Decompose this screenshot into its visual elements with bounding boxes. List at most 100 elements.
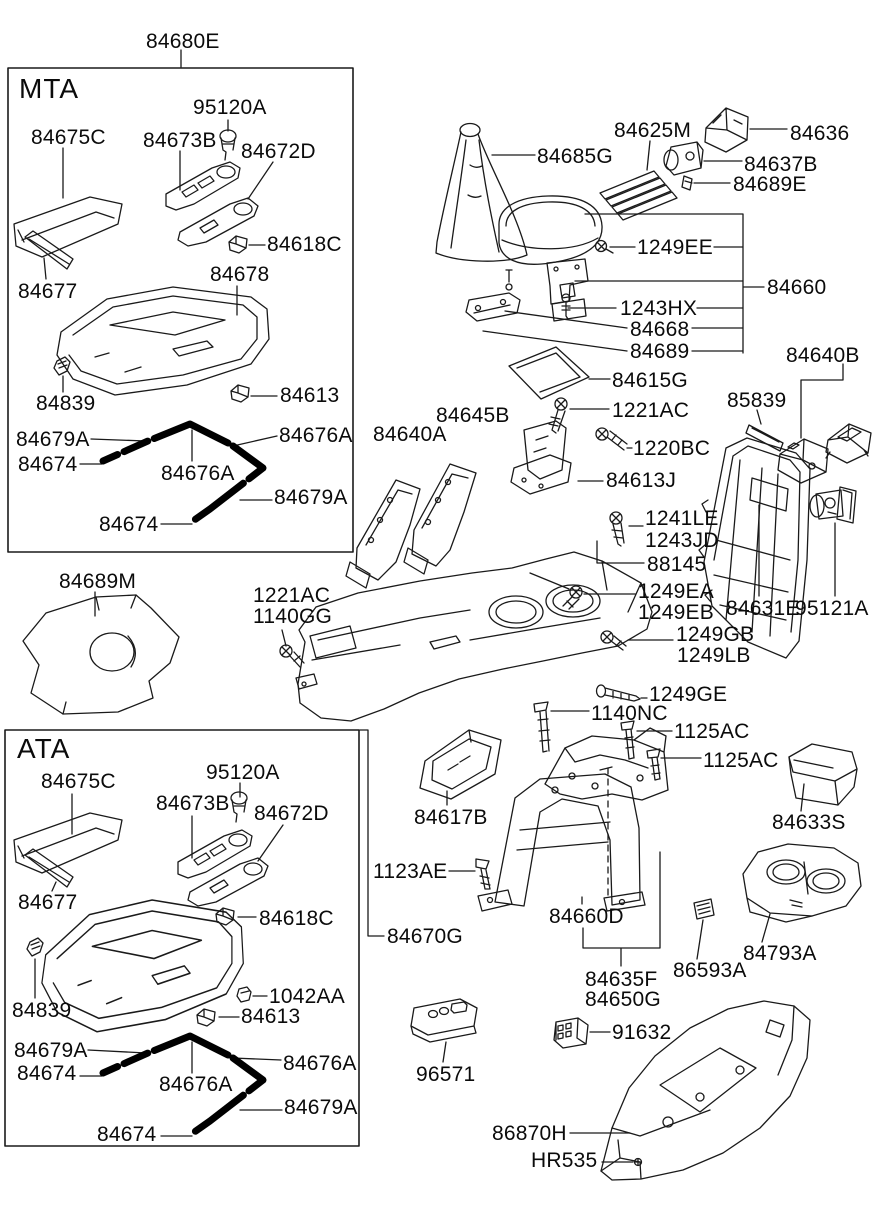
part-shape-84633S xyxy=(788,743,858,806)
part-shape-95121A xyxy=(809,486,857,524)
part-label-86593A: 86593A xyxy=(673,959,747,982)
screw-1241LE-1243JD xyxy=(609,511,625,547)
part-label-1249EA: 1249EA xyxy=(638,580,714,603)
part-label-95120A: 95120A xyxy=(193,96,267,119)
part-shape-84689E xyxy=(681,175,693,191)
screw-HR535 xyxy=(633,1157,643,1167)
part-label-84676A: 84676A xyxy=(161,462,235,485)
part-shape-1042AA-ata xyxy=(236,986,252,1003)
part-label-84645B: 84645B xyxy=(436,404,510,427)
part-shape-85839 xyxy=(745,424,784,452)
part-label-1249GB: 1249GB xyxy=(676,623,755,646)
screw-1221AC-1140GG xyxy=(279,644,305,668)
part-label-86870H: 86870H xyxy=(492,1122,567,1145)
screw-1243HX xyxy=(561,293,571,320)
part-label-84679A: 84679A xyxy=(16,428,90,451)
part-shape-84660D xyxy=(477,773,646,912)
part-label-84677: 84677 xyxy=(18,280,78,303)
part-label-1221AC: 1221AC xyxy=(253,584,331,607)
part-shape-84637B xyxy=(663,141,704,176)
part-label-84617B: 84617B xyxy=(414,806,488,829)
part-shape-86870H xyxy=(600,1000,811,1181)
part-label-84839: 84839 xyxy=(36,392,96,415)
part-label-84674: 84674 xyxy=(99,513,159,536)
part-label-1221AC: 1221AC xyxy=(612,399,690,422)
part-label-84689M: 84689M xyxy=(59,570,137,593)
part-label-84679A: 84679A xyxy=(14,1039,88,1062)
part-label-84636: 84636 xyxy=(790,122,850,145)
part-label-84618C: 84618C xyxy=(259,907,334,930)
bolt-1125AC-1 xyxy=(620,720,635,760)
part-label-84640B: 84640B xyxy=(786,344,860,367)
part-label-91632: 91632 xyxy=(612,1021,672,1044)
screw-1221AC-right xyxy=(548,397,568,434)
part-label-84613J: 84613J xyxy=(606,469,677,492)
screw-1249GE xyxy=(595,684,641,702)
part-label-HR535: HR535 xyxy=(531,1149,598,1172)
part-label-84678: 84678 xyxy=(210,263,270,286)
part-label-1249GE: 1249GE xyxy=(649,683,728,706)
part-label-84677: 84677 xyxy=(18,891,78,914)
part-label-1220BC: 1220BC xyxy=(633,437,711,460)
part-label-84613: 84613 xyxy=(241,1005,301,1028)
part-shape-84660-armrest xyxy=(498,195,603,322)
ata-frame xyxy=(4,729,360,1147)
part-label-1125AC: 1125AC xyxy=(703,749,779,772)
part-label-95120A: 95120A xyxy=(206,761,280,784)
part-shape-84615G xyxy=(508,346,590,400)
part-label-85839: 85839 xyxy=(727,389,787,412)
part-label-84672D: 84672D xyxy=(254,802,329,825)
part-label-84674: 84674 xyxy=(18,453,78,476)
screw-1249EA-1249EB xyxy=(562,585,583,610)
part-label-84631E: 84631E xyxy=(726,597,800,620)
part-label-84650G: 84650G xyxy=(585,988,661,1011)
part-shape-84689M xyxy=(22,594,180,715)
part-label-84679A: 84679A xyxy=(274,486,348,509)
part-label-95121A: 95121A xyxy=(795,597,869,620)
part-label-84674: 84674 xyxy=(17,1062,77,1085)
part-label-1123AE: 1123AE xyxy=(373,860,448,883)
part-shape-84645B xyxy=(403,463,477,575)
part-label-84640A: 84640A xyxy=(373,423,447,446)
part-label-84615G: 84615G xyxy=(612,369,688,392)
part-label-88145: 88145 xyxy=(647,553,707,576)
part-label-84672D: 84672D xyxy=(241,140,316,163)
screw-1249EE xyxy=(594,239,614,254)
part-label-84670G: 84670G xyxy=(387,925,463,948)
bolt-1140NC xyxy=(533,701,551,753)
part-label-1249LB: 1249LB xyxy=(677,644,751,667)
part-shape-84636 xyxy=(704,107,749,153)
part-label-1243JD: 1243JD xyxy=(645,529,719,552)
part-label-84673B: 84673B xyxy=(156,792,230,815)
section-title-MTA: MTA xyxy=(19,73,80,104)
part-shape-84617B xyxy=(419,729,502,800)
part-shape-84640B xyxy=(777,423,872,484)
part-label-84660D: 84660D xyxy=(549,905,624,928)
part-label-84675C: 84675C xyxy=(31,126,106,149)
part-label-84637B: 84637B xyxy=(744,153,818,176)
part-label-84660: 84660 xyxy=(767,276,827,299)
part-label-84679A: 84679A xyxy=(284,1096,358,1119)
part-label-1042AA: 1042AA xyxy=(269,985,345,1008)
part-shape-88145 xyxy=(295,551,653,722)
part-label-1243HX: 1243HX xyxy=(620,297,698,320)
part-shape-84635F xyxy=(544,727,669,899)
part-label-1249EB: 1249EB xyxy=(638,601,714,624)
bolt-1125AC-2 xyxy=(646,748,661,781)
part-label-84689: 84689 xyxy=(630,340,690,363)
part-shape-84640A xyxy=(345,479,421,589)
part-label-84675C: 84675C xyxy=(41,770,116,793)
part-label-84689E: 84689E xyxy=(733,173,807,196)
section-title-ATA: ATA xyxy=(17,733,71,764)
part-label-1140GG: 1140GG xyxy=(253,605,333,628)
part-label-84680E: 84680E xyxy=(146,30,220,53)
part-label-84793A: 84793A xyxy=(743,942,817,965)
part-shape-96571 xyxy=(410,998,478,1043)
part-shape-84625M xyxy=(599,170,678,221)
part-label-84673B: 84673B xyxy=(143,129,217,152)
bolt-1123AE xyxy=(475,858,491,890)
part-shape-84793A xyxy=(742,843,862,923)
part-label-84613: 84613 xyxy=(280,384,340,407)
part-label-84625M: 84625M xyxy=(614,119,692,142)
